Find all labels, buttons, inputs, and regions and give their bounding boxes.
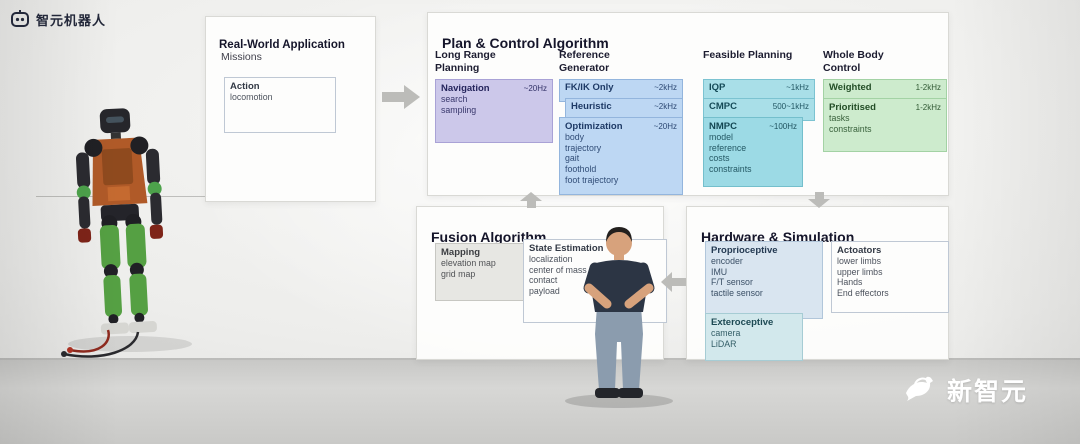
- real-world-title: Real-World Application: [219, 38, 345, 51]
- state-estimation-item: center of mass: [529, 264, 587, 275]
- brand-logo: 智元机器人: [10, 9, 106, 29]
- arrow-up-fusion-to-plan: [520, 192, 542, 208]
- nmpc-rate: ~100Hz: [769, 122, 797, 131]
- exteroceptive-item: LiDAR: [711, 338, 737, 349]
- navigation-rate: ~20Hz: [523, 84, 547, 93]
- robot-head-icon: [11, 10, 29, 27]
- nmpc-title: NMPC: [709, 121, 737, 132]
- missions-label: Missions: [221, 51, 262, 63]
- column-header-whole-body-control: Whole Body Control: [823, 49, 884, 75]
- proprioceptive-box: Proprioceptive encoder IMU F/T sensor ta…: [705, 241, 823, 319]
- proprioceptive-title: Proprioceptive: [711, 245, 778, 256]
- mapping-item: elevation map: [441, 258, 496, 268]
- actuators-box: Actoators lower limbs upper limbs Hands …: [831, 241, 949, 313]
- arrow-down-plan-to-hardware: [808, 192, 830, 208]
- nmpc-item: costs: [709, 153, 730, 164]
- navigation-item: sampling: [441, 104, 477, 115]
- cmpc-rate: 500~1kHz: [772, 102, 809, 111]
- prioritised-title: Prioritised: [829, 102, 876, 113]
- actuators-item: upper limbs: [837, 266, 883, 277]
- optimization-item: trajectory: [565, 142, 602, 153]
- nmpc-box: NMPC ~100Hz model reference costs constra…: [703, 117, 803, 187]
- column-header-long-range-planning: Long Range Planning: [435, 49, 496, 75]
- navigation-box: Navigation ~20Hz search sampling: [435, 79, 553, 143]
- action-item: locomotion: [230, 92, 273, 102]
- plan-control-title: Plan & Control Algorithm: [442, 34, 609, 51]
- column-header-reference-generator: Reference Generator: [559, 49, 610, 75]
- mapping-title: Mapping: [441, 247, 481, 258]
- optimization-title: Optimization: [565, 121, 623, 132]
- fusion-title: Fusion Algorithm: [431, 228, 547, 245]
- action-title: Action: [230, 81, 260, 92]
- exteroceptive-box: Exteroceptive camera LiDAR: [705, 313, 803, 361]
- iqp-rate: ~1kHz: [786, 83, 809, 92]
- column-header-feasible-planning: Feasible Planning: [703, 49, 793, 61]
- state-estimation-title: State Estimation: [529, 243, 604, 254]
- prioritised-item: constraints: [829, 123, 872, 134]
- prioritised-item: tasks: [829, 113, 850, 123]
- prioritised-box: Prioritised 1-2kHz tasks constraints: [823, 98, 947, 152]
- optimization-rate: ~20Hz: [653, 122, 677, 131]
- nmpc-item: model: [709, 132, 733, 142]
- proprioceptive-item: IMU: [711, 266, 728, 277]
- proprioceptive-item: tactile sensor: [711, 288, 763, 299]
- navigation-item: search: [441, 94, 468, 104]
- mapping-item: grid map: [441, 268, 476, 279]
- fkik-title: FK/IK Only: [565, 82, 614, 93]
- optimization-item: body: [565, 132, 585, 142]
- watermark-text: 新智元: [947, 378, 1029, 406]
- mapping-box: Mapping elevation map grid map: [435, 243, 531, 301]
- optimization-box: Optimization ~20Hz body trajectory gait f…: [559, 117, 683, 195]
- actuators-title: Actoators: [837, 245, 882, 256]
- optimization-item: gait: [565, 153, 580, 164]
- arrow-right-real-to-plan: [382, 85, 420, 109]
- exteroceptive-item: camera: [711, 328, 741, 338]
- state-estimation-item: payload: [529, 286, 560, 297]
- weighted-rate: 1-2kHz: [915, 83, 941, 92]
- prioritised-rate: 1-2kHz: [915, 103, 941, 112]
- brand-logo-text: 智元机器人: [36, 12, 107, 28]
- optimization-item: foot trajectory: [565, 174, 619, 185]
- panel-hardware-simulation: Hardware & Simulation Proprioceptive enc…: [686, 206, 949, 361]
- cmpc-title: CMPC: [709, 101, 737, 112]
- proprioceptive-item: F/T sensor: [711, 277, 753, 288]
- actuators-item: Hands: [837, 277, 863, 288]
- action-box: Action locomotion: [224, 77, 336, 133]
- panel-real-world-application: Real-World Application Missions Action l…: [205, 16, 376, 202]
- optimization-item: foothold: [565, 164, 597, 175]
- nmpc-item: constraints: [709, 164, 752, 175]
- state-estimation-item: localization: [529, 254, 573, 264]
- fkik-rate: ~2kHz: [654, 83, 677, 92]
- exteroceptive-title: Exteroceptive: [711, 317, 774, 328]
- stage-floor: [0, 358, 1080, 444]
- heuristic-title: Heuristic: [571, 101, 612, 112]
- navigation-title: Navigation: [441, 83, 490, 94]
- heuristic-rate: ~2kHz: [654, 102, 677, 111]
- dove-icon: [906, 376, 933, 401]
- presenter-person: [565, 227, 673, 408]
- arrow-left-hardware-to-fusion: [661, 272, 686, 292]
- hardware-title: Hardware & Simulation: [701, 228, 855, 245]
- watermark: 新智元: [903, 372, 1028, 408]
- weighted-title: Weighted: [829, 82, 872, 93]
- nmpc-item: reference: [709, 142, 747, 153]
- actuators-item: End effectors: [837, 288, 889, 299]
- panel-plan-control-algorithm: Plan & Control Algorithm Long Range Plan…: [427, 12, 949, 196]
- humanoid-robot-render: [61, 108, 192, 358]
- iqp-title: IQP: [709, 82, 726, 93]
- proprioceptive-item: encoder: [711, 256, 743, 266]
- state-estimation-item: contact: [529, 275, 558, 286]
- actuators-item: lower limbs: [837, 256, 881, 266]
